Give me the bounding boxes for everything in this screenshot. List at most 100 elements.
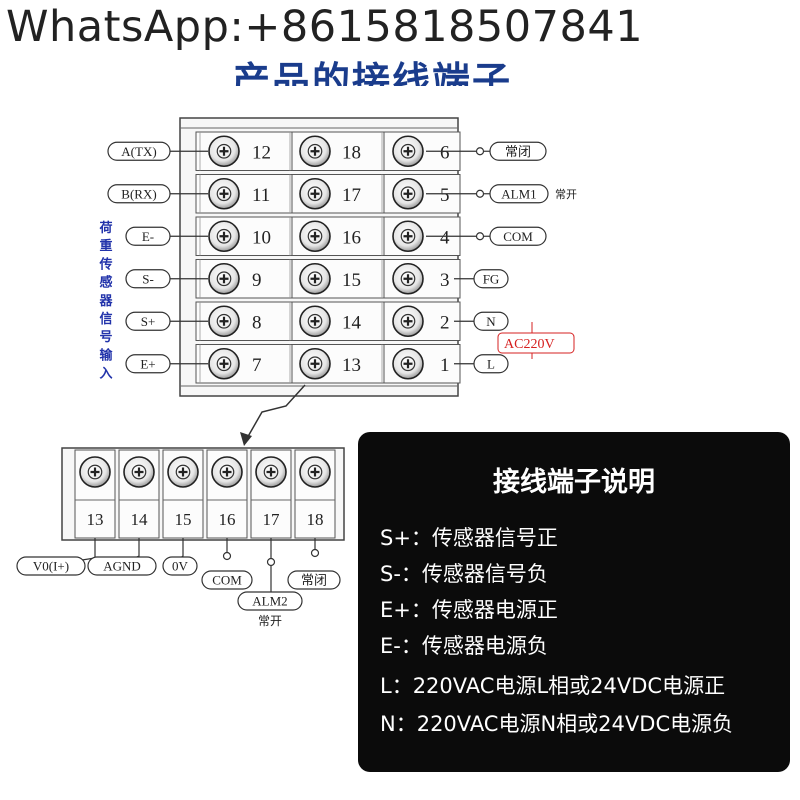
label-text: S+	[141, 314, 156, 329]
label-frame	[287, 570, 341, 590]
screw-cross-icon	[403, 274, 413, 284]
label-text: N	[486, 314, 496, 329]
screw-cross-icon	[310, 274, 320, 284]
bottom-label-13: V0(I+)	[16, 556, 86, 576]
right-terminal-label: N	[473, 311, 509, 331]
vertical-label-char: 输	[99, 347, 113, 363]
label-text: COM	[212, 573, 242, 588]
screw-cross-icon	[134, 467, 144, 477]
screw-cross-icon	[219, 316, 229, 326]
label-text: L	[487, 356, 495, 371]
label-text: E+	[140, 356, 155, 371]
label-text: 常闭	[505, 144, 531, 159]
terminal-screw	[299, 347, 331, 380]
right-terminal-label: FG	[473, 269, 509, 289]
screw-cross-icon	[310, 146, 320, 156]
right-terminal-label: COM	[489, 226, 547, 246]
bottom-terminal-cell: 17	[250, 449, 292, 539]
screw-inner-ring	[400, 313, 416, 329]
terminal-number: 11	[252, 185, 270, 206]
screw-inner-ring	[87, 464, 103, 480]
label-text: COM	[503, 229, 533, 244]
label-frame	[162, 556, 198, 576]
terminal-number: 13	[87, 510, 104, 529]
whatsapp-watermark: WhatsApp:+8615818507841	[6, 2, 644, 52]
screw-cross-icon	[219, 146, 229, 156]
terminal-screw	[299, 135, 331, 168]
left-terminal-label: E-	[125, 226, 171, 246]
screw-inner-ring	[175, 464, 191, 480]
terminal-number: 15	[342, 270, 361, 291]
screw-inner-ring	[131, 464, 147, 480]
terminal-screw	[299, 262, 331, 295]
terminal-screw	[208, 135, 240, 168]
screw-inner-ring	[216, 271, 232, 287]
screw-inner-ring	[307, 186, 323, 202]
bottom-label-16: COM	[201, 570, 253, 590]
screw-cross-icon	[310, 189, 320, 199]
screw-cross-icon	[178, 467, 188, 477]
contact-circle-icon	[475, 189, 485, 198]
bottom-block-labels: V0(I+) AGND 0V COM ALM2 常开 常闭	[16, 538, 341, 628]
terminal-screw	[208, 347, 240, 380]
bottom-terminal-cell: 14	[118, 449, 160, 539]
terminal-screw	[123, 456, 155, 488]
terminal-number: 17	[342, 185, 361, 206]
label-frame	[16, 556, 86, 576]
contact-circle-icon	[310, 548, 320, 558]
terminal-screw	[208, 220, 240, 253]
terminal-screw	[299, 177, 331, 210]
info-line-e-minus: E-：传感器电源负	[380, 634, 548, 658]
vertical-label-char: 入	[99, 367, 112, 382]
bottom-label-17-note: 常开	[258, 614, 282, 628]
bottom-terminal-cell: 13	[74, 449, 116, 539]
screw-inner-ring	[400, 143, 416, 159]
screw-cross-icon	[219, 189, 229, 199]
info-line-n: N：220VAC电源N相或24VDC电源负	[380, 712, 734, 736]
terminal-screw	[211, 456, 243, 488]
label-text: B(RX)	[121, 186, 156, 201]
wire	[81, 538, 96, 561]
terminal-number: 12	[252, 142, 271, 163]
info-line-s-minus: S-：传感器信号负	[380, 562, 548, 586]
label-text: 0V	[172, 559, 189, 574]
screw-cross-icon	[403, 231, 413, 241]
label-text: ALM1	[501, 186, 536, 201]
right-terminal-label: L	[473, 354, 509, 374]
bottom-terminal-cell: 18	[294, 449, 336, 539]
screw-inner-ring	[400, 271, 416, 287]
bottom-label-18: 常闭	[287, 570, 341, 590]
terminal-number: 13	[342, 355, 361, 376]
screw-inner-ring	[307, 228, 323, 244]
screw-cross-icon	[310, 359, 320, 369]
vertical-label-char: 器	[98, 294, 113, 309]
screw-inner-ring	[219, 464, 235, 480]
label-frame	[201, 570, 253, 590]
ac220v-frame	[497, 332, 575, 354]
screw-cross-icon	[403, 359, 413, 369]
label-text: AGND	[103, 559, 141, 574]
label-text: E-	[142, 229, 154, 244]
contact-circle-icon	[222, 551, 232, 561]
block-connector-arrow	[240, 432, 252, 446]
info-line-s-plus: S+：传感器信号正	[380, 526, 558, 550]
bottom-terminal-cell: 16	[206, 449, 248, 539]
terminal-number: 1	[440, 355, 450, 376]
label-frame	[237, 591, 303, 611]
vertical-label-char: 重	[99, 238, 112, 254]
vertical-label-char: 信	[99, 311, 112, 327]
left-terminal-label: S-	[125, 269, 171, 289]
bottom-label-17: ALM2	[237, 591, 303, 611]
terminal-screw	[392, 177, 424, 210]
left-terminal-label: A(TX)	[107, 141, 171, 161]
screw-cross-icon	[219, 231, 229, 241]
terminal-screw	[392, 135, 424, 168]
screw-cross-icon	[266, 467, 276, 477]
screw-cross-icon	[219, 359, 229, 369]
screw-inner-ring	[216, 186, 232, 202]
screw-cross-icon	[403, 189, 413, 199]
screw-inner-ring	[400, 186, 416, 202]
